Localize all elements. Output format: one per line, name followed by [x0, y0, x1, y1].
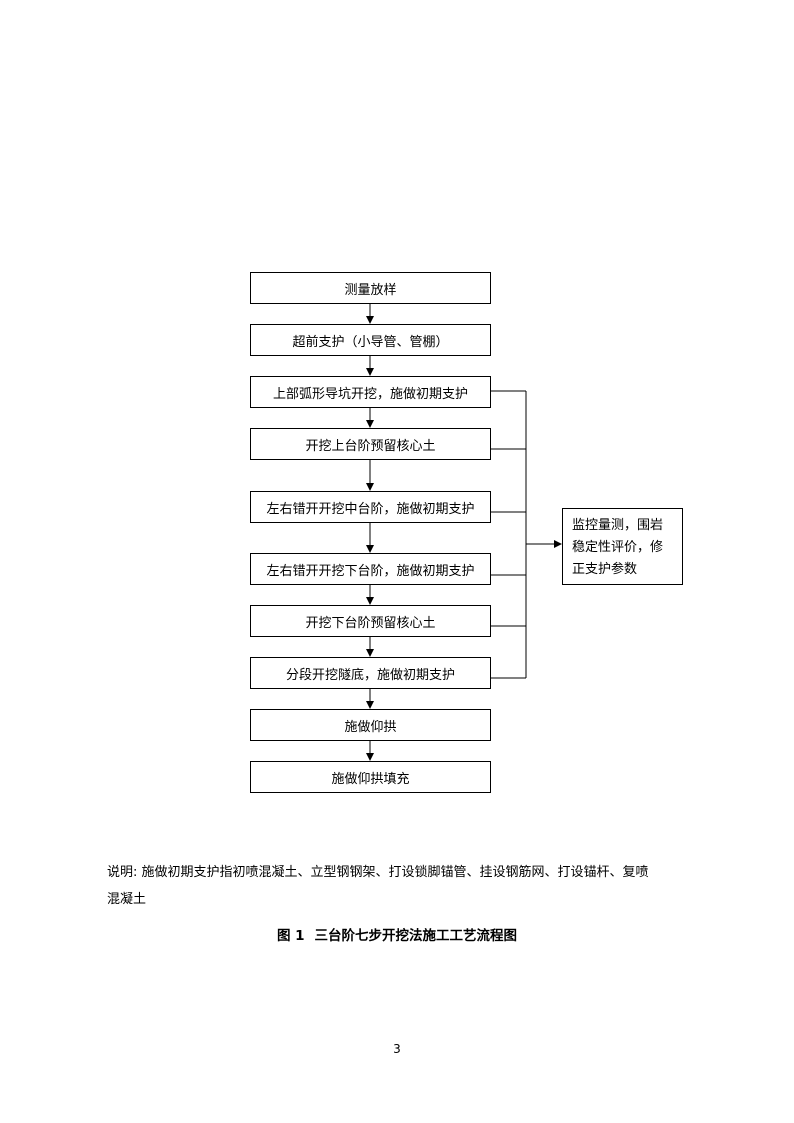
step-box-3: 上部弧形导坑开挖，施做初期支护	[250, 376, 491, 408]
monitor-branch-lines	[490, 390, 527, 679]
explanatory-note: 说明: 施做初期支护指初喷混凝土、立型钢钢架、打设锁脚锚管、挂设钢筋网、打设锚杆…	[107, 859, 707, 913]
step-label-10: 施做仰拱填充	[331, 771, 410, 787]
monitor-line-3: 正支护参数	[572, 562, 638, 577]
monitor-box: 监控量测，围岩 稳定性评价，修 正支护参数	[562, 508, 683, 585]
page-number: 3	[393, 1042, 401, 1056]
figure-caption: 图 1 三台阶七步开挖法施工工艺流程图	[0, 924, 794, 944]
step-box-4: 开挖上台阶预留核心土	[250, 428, 491, 460]
step-box-1: 测量放样	[250, 272, 491, 304]
step-box-9: 施做仰拱	[250, 709, 491, 741]
step-box-7: 开挖下台阶预留核心土	[250, 605, 491, 637]
step-label-7: 开挖下台阶预留核心土	[305, 615, 436, 631]
step-label-1: 测量放样	[344, 282, 397, 298]
step-box-6: 左右错开开挖下台阶，施做初期支护	[250, 553, 491, 585]
figure-title: 三台阶七步开挖法施工工艺流程图	[314, 928, 518, 944]
step-label-3: 上部弧形导坑开挖，施做初期支护	[272, 386, 468, 402]
monitor-line-1: 监控量测，围岩	[572, 518, 664, 533]
step-label-9: 施做仰拱	[344, 719, 397, 735]
step-label-6: 左右错开开挖下台阶，施做初期支护	[266, 563, 475, 579]
step-label-8: 分段开挖隧底，施做初期支护	[285, 667, 455, 683]
note-line-1: 说明: 施做初期支护指初喷混凝土、立型钢钢架、打设锁脚锚管、挂设钢筋网、打设锚杆…	[107, 865, 649, 880]
note-line-2: 混凝土	[107, 892, 147, 907]
step-box-10: 施做仰拱填充	[250, 761, 491, 793]
step-label-5: 左右错开开挖中台阶，施做初期支护	[266, 501, 475, 517]
step-box-5: 左右错开开挖中台阶，施做初期支护	[250, 491, 491, 523]
monitor-line-2: 稳定性评价，修	[572, 540, 664, 555]
figure-number: 图 1	[276, 928, 305, 944]
step-label-4: 开挖上台阶预留核心土	[305, 438, 436, 454]
step-label-2: 超前支护（小导管、管棚）	[292, 334, 449, 350]
step-box-8: 分段开挖隧底，施做初期支护	[250, 657, 491, 689]
step-box-2: 超前支护（小导管、管棚）	[250, 324, 491, 356]
